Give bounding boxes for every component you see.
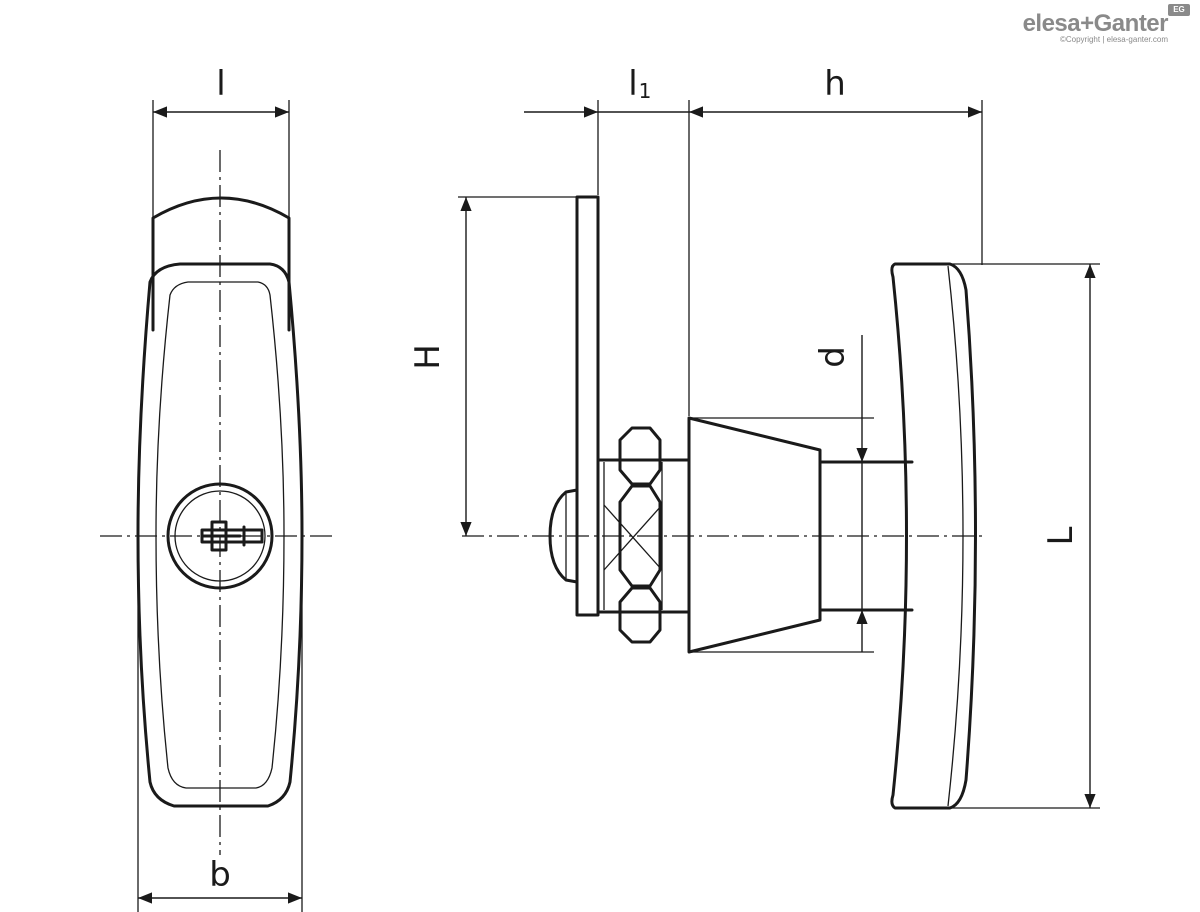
front-view-handle-outline	[136, 262, 304, 808]
dim-h-label: h	[824, 64, 846, 104]
dim-d-label: d	[813, 346, 853, 368]
front-view-top-shoulder	[151, 196, 291, 332]
side-view: l 1 h H d L	[408, 64, 1100, 810]
dim-l-label: l	[216, 64, 225, 104]
brand-name: elesa+Ganter	[1022, 10, 1169, 37]
brand-logo: elesa+Ganter ©Copyright | elesa-ganter.c…	[1022, 10, 1169, 44]
tapered-collar	[687, 416, 822, 654]
mounting-plate	[575, 195, 600, 617]
hex-nut-top	[618, 426, 662, 486]
dim-L-label: L	[1041, 526, 1081, 545]
hex-nut-middle	[618, 484, 662, 588]
brand-badge: EG	[1168, 4, 1190, 16]
hex-nut-bottom	[618, 586, 662, 644]
brand-copyright: ©Copyright | elesa-ganter.com	[1059, 35, 1168, 44]
thread-cross-2	[603, 504, 663, 571]
front-view: l b	[100, 64, 336, 912]
front-view-handle-recess	[155, 281, 285, 789]
dim-H-label: H	[408, 344, 448, 370]
dim-b-label: b	[209, 855, 231, 895]
dim-l1-subscript: 1	[639, 79, 652, 103]
dim-l1-label: l	[628, 64, 637, 104]
